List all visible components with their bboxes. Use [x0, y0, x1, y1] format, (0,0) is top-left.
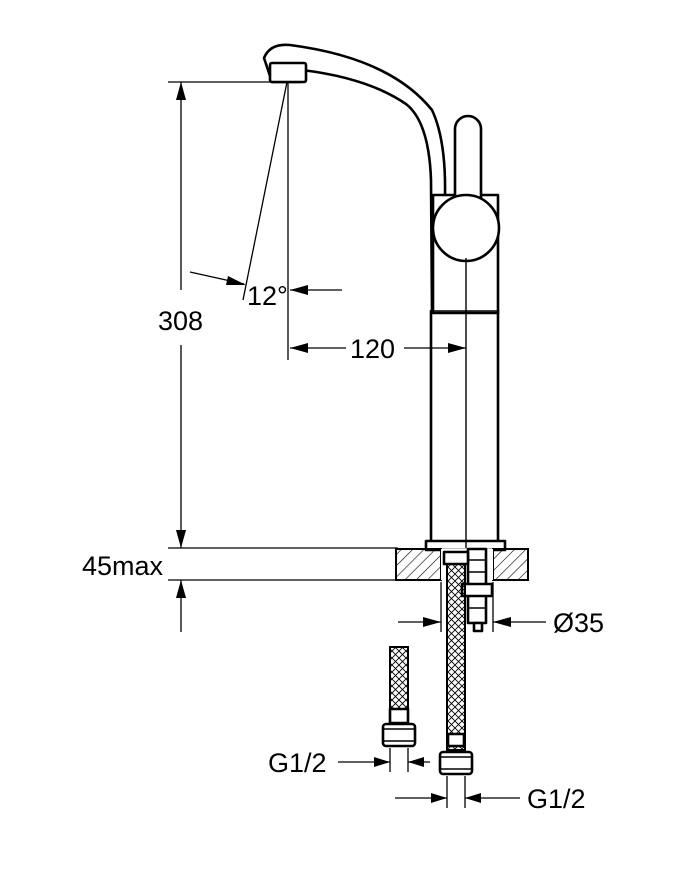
dimension-deck-thickness: 45max — [82, 551, 398, 632]
deck-thickness-label: 45max — [82, 551, 164, 581]
fixing-nut — [460, 582, 494, 598]
spout-angle-label: 12° — [247, 281, 288, 311]
connection-left-label: G1/2 — [268, 748, 327, 778]
height-label: 308 — [158, 306, 203, 336]
flex-hose-right — [446, 557, 466, 751]
dimension-connection-right: G1/2 — [395, 776, 586, 814]
hole-diameter-label: Ø35 — [553, 608, 604, 638]
stud-tip — [472, 621, 484, 633]
connection-right-label: G1/2 — [527, 784, 586, 814]
faucet-spout — [262, 43, 447, 314]
cartridge-cap — [431, 193, 501, 263]
faucet-body — [262, 43, 507, 552]
dimension-connection-left: G1/2 — [268, 748, 430, 778]
flex-hose-left — [389, 646, 409, 710]
dimension-hole-diameter: Ø35 — [398, 582, 604, 638]
hose-left-nut — [381, 722, 417, 748]
faucet-column — [429, 309, 500, 545]
hose-right-nut — [438, 750, 474, 776]
dimension-reach: 120 — [290, 334, 466, 364]
mounting-assembly — [381, 547, 494, 776]
hose-right-top-fitting — [442, 550, 470, 566]
spout-aerator — [268, 61, 308, 84]
dimension-height: 308 — [158, 81, 398, 549]
dimension-spout-angle: 12° — [189, 81, 342, 360]
reach-label: 120 — [350, 334, 395, 364]
hose-left-ferrule — [388, 707, 410, 725]
hose-right-ferrule — [446, 732, 466, 748]
